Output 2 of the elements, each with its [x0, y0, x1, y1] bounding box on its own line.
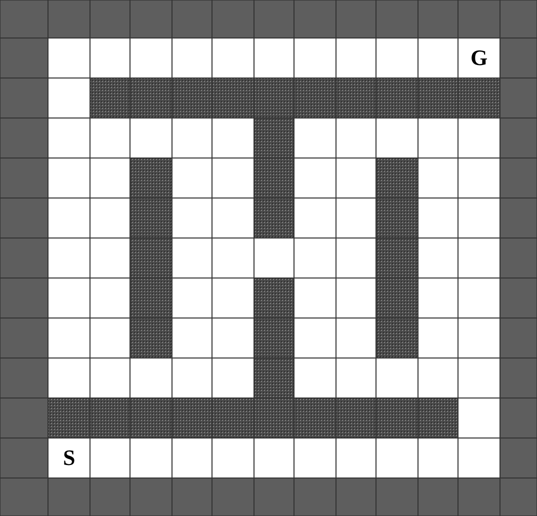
start-label: S	[63, 446, 76, 470]
goal-label: G	[470, 46, 488, 70]
